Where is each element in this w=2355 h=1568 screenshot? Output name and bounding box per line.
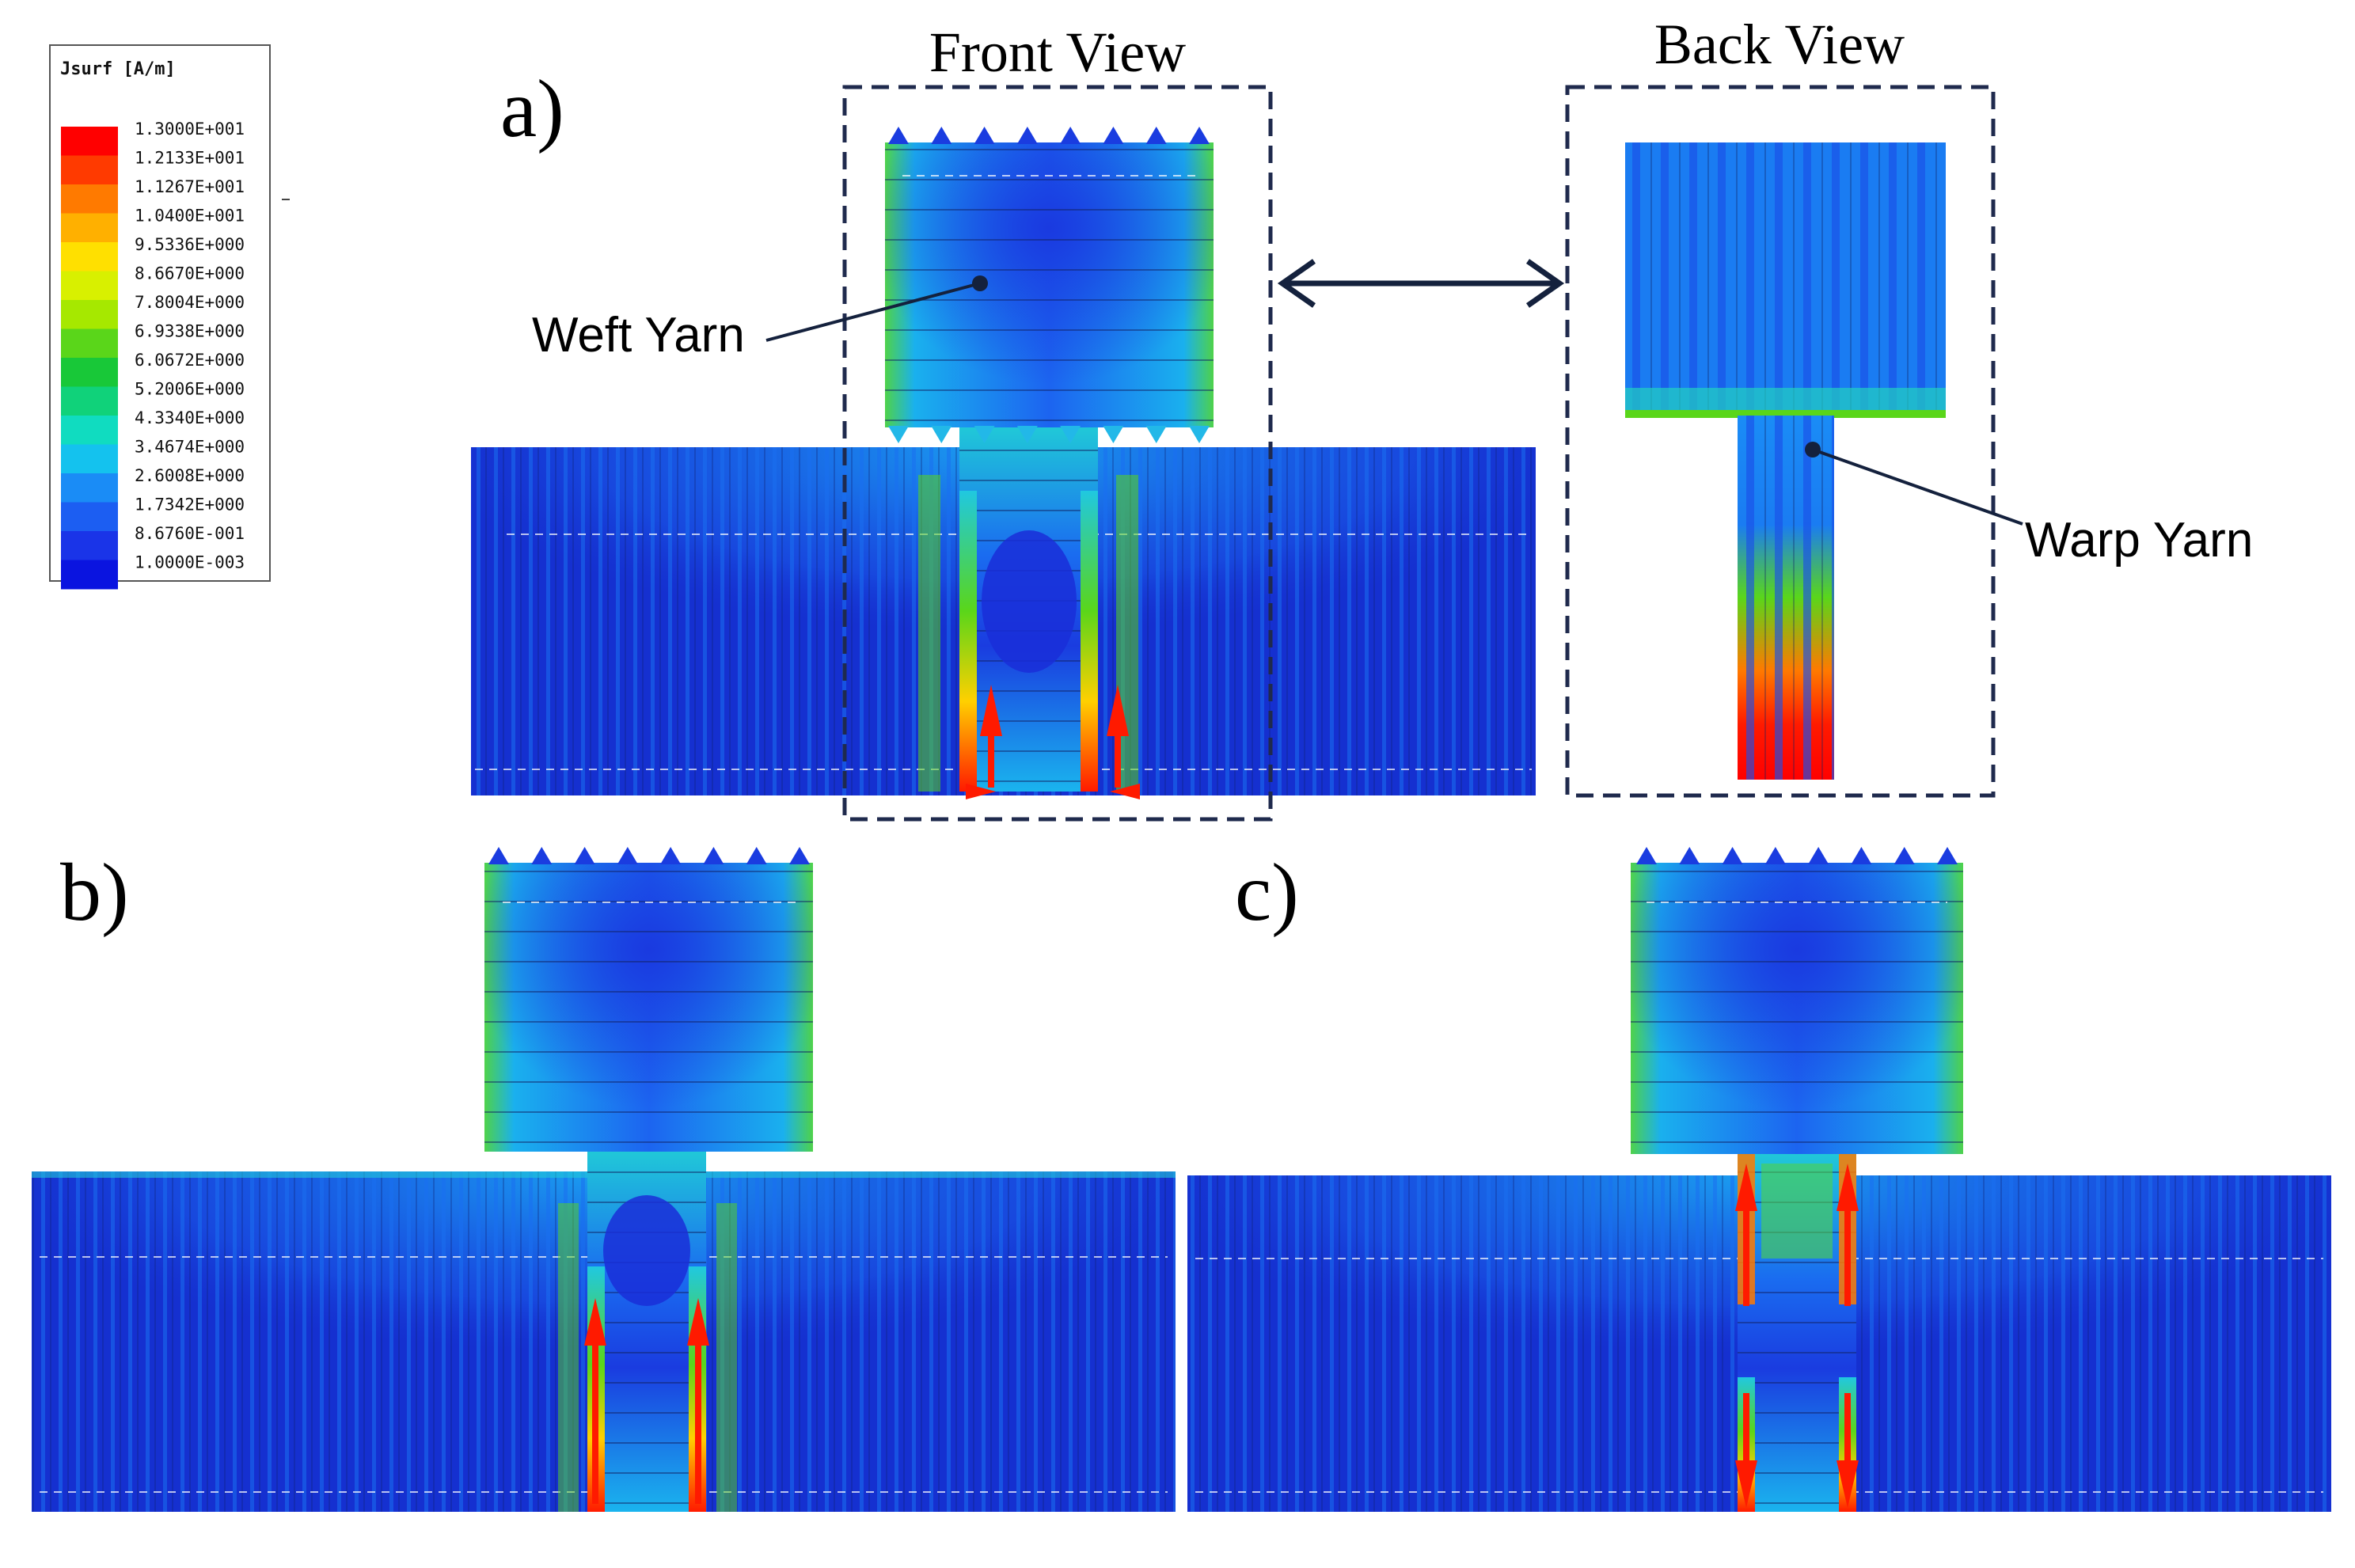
current-arrow (974, 426, 995, 443)
current-arrow (1016, 127, 1038, 144)
current-arrow (1722, 847, 1743, 864)
current-arrow (1189, 127, 1210, 144)
legend-value: 1.3000E+001 (135, 120, 245, 139)
color-legend: Jsurf [A/m] 1.3000E+001 1.2133E+001 1.1267… (49, 44, 290, 590)
current-arrow (488, 847, 509, 864)
current-arrow (531, 847, 553, 864)
legend-swatch (61, 444, 118, 474)
legend-value: 1.0400E+001 (135, 207, 245, 226)
legend-swatch (61, 531, 118, 560)
legend-value: 1.1267E+001 (135, 177, 245, 196)
weft-yarn-marker (972, 275, 988, 291)
current-arrow (1764, 847, 1786, 864)
view-link-double-arrow (1277, 259, 1565, 308)
legend-swatch (61, 271, 118, 301)
legend-value: 9.5336E+000 (135, 235, 245, 254)
panel-a-label: a) (500, 63, 564, 154)
current-arrow (1937, 847, 1958, 864)
legend-value: 4.3340E+000 (135, 408, 245, 427)
weft-yarn-leader (765, 282, 981, 342)
current-arrow (746, 847, 767, 864)
legend-value: 3.4674E+000 (135, 438, 245, 457)
current-arrow (931, 426, 952, 443)
current-arrow (1851, 847, 1872, 864)
weft-yarn-annotation: Weft Yarn (532, 275, 988, 363)
legend-swatch (61, 358, 118, 387)
legend-value: 8.6670E+000 (135, 264, 245, 283)
legend-swatch (61, 502, 118, 532)
current-arrow (1060, 426, 1081, 443)
legend-swatch (61, 184, 118, 214)
back-view-title: Back View (1654, 13, 1905, 76)
legend-value: 6.0672E+000 (135, 351, 245, 370)
panel-b-label: b) (60, 847, 129, 938)
legend-value: 7.8004E+000 (135, 293, 245, 312)
warp-yarn-label: Warp Yarn (2025, 513, 2253, 568)
legend-swatch (61, 473, 118, 503)
current-arrow (1189, 426, 1210, 443)
legend-value: 2.6008E+000 (135, 466, 245, 485)
weft-yarn-label: Weft Yarn (532, 308, 745, 363)
legend-swatches (61, 127, 118, 590)
current-arrow (1636, 847, 1657, 864)
panel-a-front-antenna: Front View (471, 21, 1536, 822)
current-arrow (617, 847, 638, 864)
front-view-title: Front View (929, 21, 1186, 84)
current-arrow (888, 127, 909, 144)
legend-swatch (61, 386, 118, 416)
current-arrow (1679, 847, 1700, 864)
legend-value: 8.6760E-001 (135, 524, 245, 543)
feed-current-arrows (966, 685, 1140, 799)
current-arrow (1103, 426, 1124, 443)
panel-b-antenna (32, 847, 1176, 1512)
legend-values: 1.3000E+001 1.2133E+001 1.1267E+001 1.0400E… (135, 120, 245, 572)
current-arrow (931, 127, 952, 144)
current-arrow (703, 847, 724, 864)
legend-swatch (61, 155, 118, 185)
legend-swatch (61, 213, 118, 243)
legend-swatch (61, 127, 118, 156)
current-arrow (1016, 426, 1038, 443)
current-arrow (1103, 127, 1124, 144)
legend-swatch (61, 560, 118, 590)
legend-swatch (61, 242, 118, 271)
current-arrow (1145, 127, 1167, 144)
legend-value: 1.0000E-003 (135, 553, 245, 572)
legend-value: 1.7342E+000 (135, 495, 245, 514)
legend-swatch (61, 328, 118, 359)
panel-c-label: c) (1235, 847, 1299, 938)
current-arrow (1060, 127, 1081, 144)
current-arrow (888, 426, 909, 443)
warp-yarn-annotation: Warp Yarn (1805, 442, 2253, 568)
panel-a-back-antenna: Back View (1565, 13, 1996, 798)
current-arrow (1145, 426, 1167, 443)
panel-c-antenna (1187, 847, 2331, 1512)
current-arrow (660, 847, 682, 864)
legend-title: Jsurf [A/m] (60, 59, 176, 79)
legend-value: 5.2006E+000 (135, 380, 245, 399)
front-view-frame (842, 85, 1273, 822)
current-arrow (789, 847, 810, 864)
warp-yarn-leader (1812, 448, 2023, 526)
current-arrow (1808, 847, 1829, 864)
legend-value: 1.2133E+001 (135, 149, 245, 168)
current-arrow (1893, 847, 1915, 864)
current-arrow (974, 127, 995, 144)
legend-swatch (61, 300, 118, 329)
legend-value: 6.9338E+000 (135, 322, 245, 341)
warp-yarn-marker (1805, 442, 1821, 457)
legend-swatch (61, 416, 118, 445)
back-view-frame (1565, 85, 1996, 798)
current-arrow (574, 847, 595, 864)
